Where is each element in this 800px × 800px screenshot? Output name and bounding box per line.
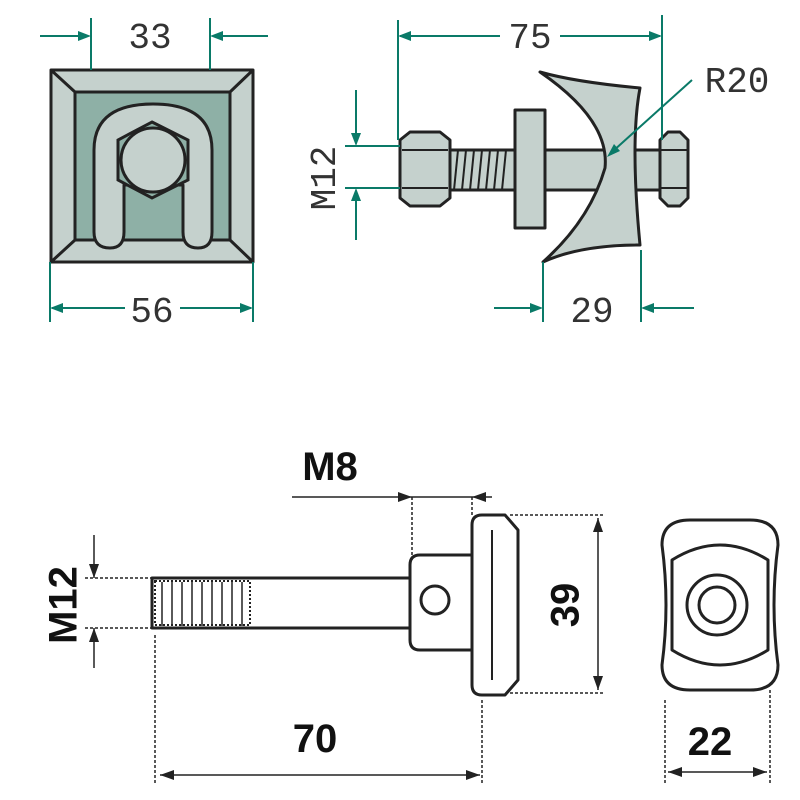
dim-m12-top: M12: [305, 90, 400, 240]
dim-33: 33: [40, 18, 268, 70]
dim-label-56: 56: [130, 292, 173, 333]
dim-75: 75: [397, 15, 663, 140]
dim-label-33: 33: [128, 18, 171, 59]
dim-label-29: 29: [570, 292, 613, 333]
dim-label-39: 39: [544, 583, 588, 628]
dim-29: 29: [494, 250, 694, 333]
dim-m8: M8: [292, 445, 492, 560]
dim-r20: R20: [607, 62, 769, 157]
t-bolt-end-view: [660, 518, 780, 692]
dim-label-70: 70: [293, 717, 338, 761]
dim-label-75: 75: [508, 18, 551, 59]
clamp-plate-front-view: [49, 68, 255, 264]
bolt-side-view: [398, 70, 690, 264]
dim-39: 39: [510, 514, 605, 694]
t-bolt-side-view: [150, 513, 520, 697]
dim-22: 22: [664, 690, 771, 785]
dim-label-22: 22: [688, 720, 733, 764]
dim-label-m12-top: M12: [305, 146, 346, 211]
dim-m12-bottom: M12: [42, 535, 152, 668]
dim-70: 70: [154, 635, 483, 785]
dim-56: 56: [49, 262, 254, 333]
dim-label-m12-bottom: M12: [42, 566, 86, 644]
dim-label-r20: R20: [705, 62, 770, 103]
dim-label-m8: M8: [302, 445, 358, 489]
